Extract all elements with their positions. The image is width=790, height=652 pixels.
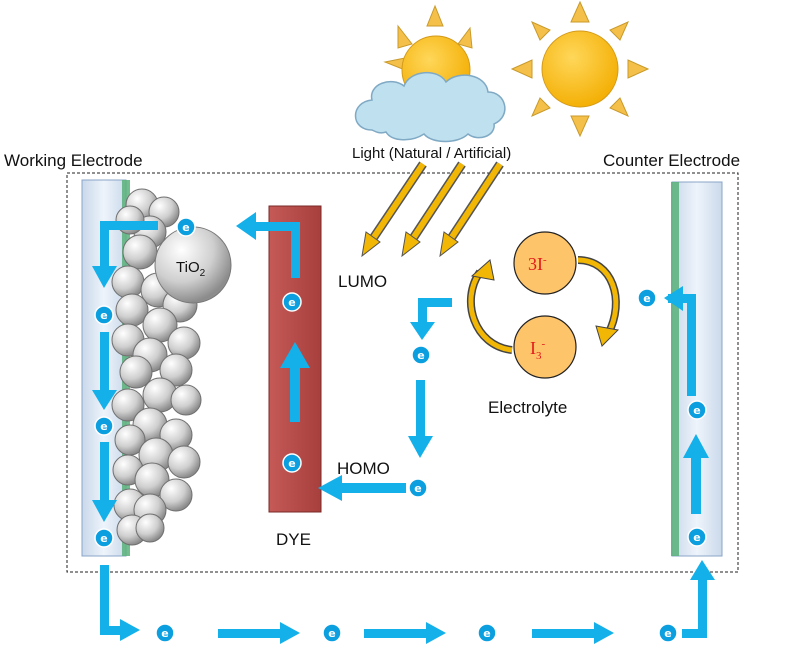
electron-label: e	[288, 296, 295, 309]
electron-flow-arrows	[92, 212, 715, 644]
working-electrode-label: Working Electrode	[4, 151, 143, 170]
arrow-counter-head	[664, 286, 683, 311]
triiodide-circle	[513, 315, 577, 379]
electron-label: e	[414, 482, 421, 495]
electron-label: e	[182, 221, 189, 234]
sun-icon	[510, 0, 650, 138]
arrow-external-right-2-head	[280, 622, 300, 644]
arrow-dye-up-shaft	[290, 366, 300, 422]
electron-label: e	[100, 532, 107, 545]
electron-icon	[94, 528, 114, 548]
arrow-dye-top-head	[236, 212, 256, 240]
triiodide-label: I3-	[530, 338, 546, 362]
cloud-icon	[354, 72, 506, 143]
arrow-dye-top-vertical	[291, 222, 300, 278]
tio2-particle	[159, 353, 193, 387]
arrow-external-right-1	[100, 626, 122, 635]
electron-icon	[687, 400, 707, 420]
tio2-particle	[122, 234, 158, 270]
arrow-homo-shaft	[340, 483, 406, 493]
arrow-down-1-shaft	[100, 332, 109, 392]
electron-icon	[94, 305, 114, 325]
electrolyte-cycle: 3I- I3-	[467, 231, 620, 379]
homo-label: HOMO	[337, 459, 390, 478]
electron-label: e	[664, 627, 671, 640]
arrow-electrolyte-vertical-2	[416, 380, 425, 438]
dye-label: DYE	[276, 530, 311, 549]
electrons: e e e e e e e e e e e e e e e	[94, 217, 707, 643]
tio2-particle	[159, 478, 193, 512]
counter-electrode-label: Counter Electrode	[603, 151, 740, 170]
arrow-counter-up-shaft	[691, 456, 701, 514]
lumo-label: LUMO	[338, 272, 387, 291]
tio2-particle	[119, 355, 153, 389]
electron-icon	[282, 292, 302, 312]
arrow-external-right-5	[682, 629, 707, 638]
electron-label: e	[328, 627, 335, 640]
electron-icon	[94, 416, 114, 436]
arrow-external-right-2	[218, 629, 280, 638]
arrow-down-1-head	[92, 390, 117, 410]
electron-label: e	[483, 627, 490, 640]
electron-icon	[477, 623, 497, 643]
electron-label: e	[693, 404, 700, 417]
tio2-particle	[135, 513, 165, 543]
electron-icon	[282, 453, 302, 473]
arrow-down-2-shaft	[100, 442, 109, 502]
tio2-label: TiO2	[176, 259, 206, 279]
electron-label: e	[417, 349, 424, 362]
tio2-particle	[170, 384, 202, 416]
arrow-counter-vertical	[687, 294, 696, 396]
tio2-particles	[111, 188, 202, 546]
electron-icon	[408, 478, 428, 498]
curve-arrow-left	[467, 269, 513, 354]
arrow-tio2-horizontal	[100, 221, 158, 230]
electron-icon	[411, 345, 431, 365]
arrow-external-right-3-head	[426, 622, 446, 644]
electron-icon	[322, 623, 342, 643]
light-beams	[361, 161, 504, 258]
arrow-homo-head	[318, 475, 342, 501]
arrow-external-right-1-head	[120, 619, 140, 641]
electron-icon	[637, 288, 657, 308]
arrow-dye-top-horizontal	[254, 222, 300, 231]
arrow-down-2-head	[92, 500, 117, 522]
arrow-electrolyte-head-1	[410, 322, 435, 340]
arrow-external-down	[100, 565, 109, 633]
tio2-particle	[167, 445, 201, 479]
electron-label: e	[100, 309, 107, 322]
electron-label: e	[161, 627, 168, 640]
arrow-counter-up-head	[683, 434, 709, 458]
iodide-label: 3I-	[528, 254, 547, 274]
arrow-external-up-head	[690, 560, 715, 580]
arrow-electrolyte-horizontal	[418, 298, 452, 307]
electron-label: e	[100, 420, 107, 433]
arrow-external-right-3	[364, 629, 426, 638]
arrow-tio2-vertical	[100, 221, 109, 269]
arrow-external-right-4	[532, 629, 594, 638]
arrow-tio2-head	[92, 266, 117, 288]
electron-icon	[687, 527, 707, 547]
tio2-particle	[111, 265, 145, 299]
iodide-circle	[513, 231, 577, 295]
cell-outline	[66, 172, 739, 573]
arrow-external-up	[698, 578, 707, 638]
electron-label: e	[693, 531, 700, 544]
arrow-dye-up-head	[280, 342, 310, 368]
electron-icon	[176, 217, 196, 237]
electron-label: e	[643, 292, 650, 305]
electrolyte-label: Electrolyte	[488, 398, 567, 417]
electron-icon	[658, 623, 678, 643]
light-label: Light (Natural / Artificial)	[352, 145, 511, 162]
arrow-external-right-4-head	[594, 622, 614, 644]
electron-label: e	[288, 457, 295, 470]
electron-icon	[155, 623, 175, 643]
tio2-particle	[111, 388, 145, 422]
arrow-electrolyte-head-2	[408, 436, 433, 458]
arrow-electrolyte-vertical-1	[418, 298, 427, 326]
